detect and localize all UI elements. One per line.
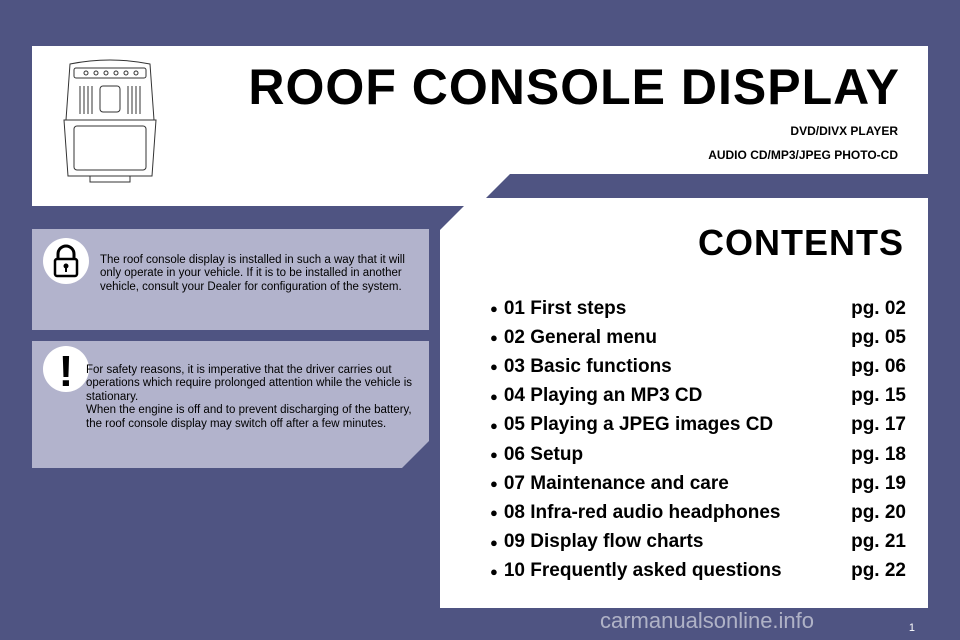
toc-item[interactable]: ● 06 Setup pg. 18 bbox=[490, 440, 906, 469]
safety-note-line2: When the engine is off and to prevent di… bbox=[86, 404, 412, 430]
installation-note-panel bbox=[32, 229, 429, 330]
toc-item-label: 10 Frequently asked questions bbox=[503, 560, 782, 582]
warning-symbol: ! bbox=[59, 347, 74, 392]
safety-note-panel bbox=[32, 341, 429, 468]
toc-item-label: 02 General menu bbox=[503, 326, 657, 348]
bullet-icon: ● bbox=[490, 330, 498, 346]
toc-item[interactable]: ● 07 Maintenance and care pg. 19 bbox=[490, 469, 906, 498]
toc-item-label: 08 Infra-red audio headphones bbox=[503, 501, 781, 523]
toc-item-label: 05 Playing a JPEG images CD bbox=[503, 414, 774, 436]
bullet-icon: ● bbox=[490, 534, 498, 550]
toc-item-page: pg. 21 bbox=[851, 531, 906, 553]
toc-item-page: pg. 15 bbox=[851, 385, 906, 407]
bullet-icon: ● bbox=[490, 505, 498, 521]
toc-item[interactable]: ● 08 Infra-red audio headphones pg. 20 bbox=[490, 498, 906, 527]
toc-item-page: pg. 17 bbox=[851, 414, 906, 436]
toc-item-page: pg. 02 bbox=[851, 297, 906, 319]
toc-item[interactable]: ● 04 Playing an MP3 CD pg. 15 bbox=[490, 382, 906, 411]
toc-item-page: pg. 20 bbox=[851, 501, 906, 523]
page-number: 1 bbox=[908, 622, 915, 634]
toc-item-label: 03 Basic functions bbox=[503, 355, 672, 377]
toc-item-label: 01 First steps bbox=[503, 297, 627, 319]
toc-item[interactable]: ● 01 First steps pg. 02 bbox=[490, 294, 906, 323]
bullet-icon: ● bbox=[490, 476, 498, 492]
safety-note-line1: For safety reasons, it is imperative tha… bbox=[86, 364, 413, 403]
bullet-icon: ● bbox=[490, 563, 498, 579]
bullet-icon: ● bbox=[490, 359, 498, 375]
page-title: ROOF CONSOLE DISPLAY bbox=[248, 59, 900, 115]
toc-item-label: 04 Playing an MP3 CD bbox=[503, 385, 703, 407]
subtitle-format-dvd: DVD/DIVX PLAYER bbox=[790, 124, 898, 138]
bullet-icon: ● bbox=[490, 447, 498, 463]
contents-panel bbox=[440, 198, 928, 608]
safety-note-text: For safety reasons, it is imperative tha… bbox=[86, 364, 422, 431]
table-of-contents: ● 01 First steps pg. 02 ● 02 General menu … bbox=[490, 294, 906, 586]
toc-item-page: pg. 06 bbox=[851, 355, 906, 377]
toc-item[interactable]: ● 03 Basic functions pg. 06 bbox=[490, 352, 906, 381]
toc-item-page: pg. 18 bbox=[851, 443, 906, 465]
toc-item[interactable]: ● 09 Display flow charts pg. 21 bbox=[490, 528, 906, 557]
watermark: carmanualsonline.info bbox=[600, 608, 815, 633]
bullet-icon: ● bbox=[490, 388, 498, 404]
toc-item-page: pg. 22 bbox=[851, 560, 906, 582]
lock-icon bbox=[43, 238, 89, 284]
toc-item[interactable]: ● 05 Playing a JPEG images CD pg. 17 bbox=[490, 411, 906, 440]
toc-item-label: 06 Setup bbox=[503, 443, 584, 465]
toc-item-page: pg. 05 bbox=[851, 326, 906, 348]
subtitle-format-audio: AUDIO CD/MP3/JPEG PHOTO-CD bbox=[708, 148, 898, 162]
roof-console-illustration bbox=[63, 59, 157, 183]
toc-item-label: 09 Display flow charts bbox=[503, 531, 704, 553]
contents-title: CONTENTS bbox=[698, 222, 904, 263]
toc-item[interactable]: ● 10 Frequently asked questions pg. 22 bbox=[490, 557, 906, 586]
toc-item-page: pg. 19 bbox=[851, 472, 906, 494]
toc-item-label: 07 Maintenance and care bbox=[503, 472, 729, 494]
bullet-icon: ● bbox=[490, 301, 498, 317]
installation-note-text: The roof console display is installed in… bbox=[100, 254, 405, 293]
toc-item[interactable]: ● 02 General menu pg. 05 bbox=[490, 323, 906, 352]
bullet-icon: ● bbox=[490, 417, 498, 433]
exclamation-icon: ! bbox=[43, 346, 89, 396]
